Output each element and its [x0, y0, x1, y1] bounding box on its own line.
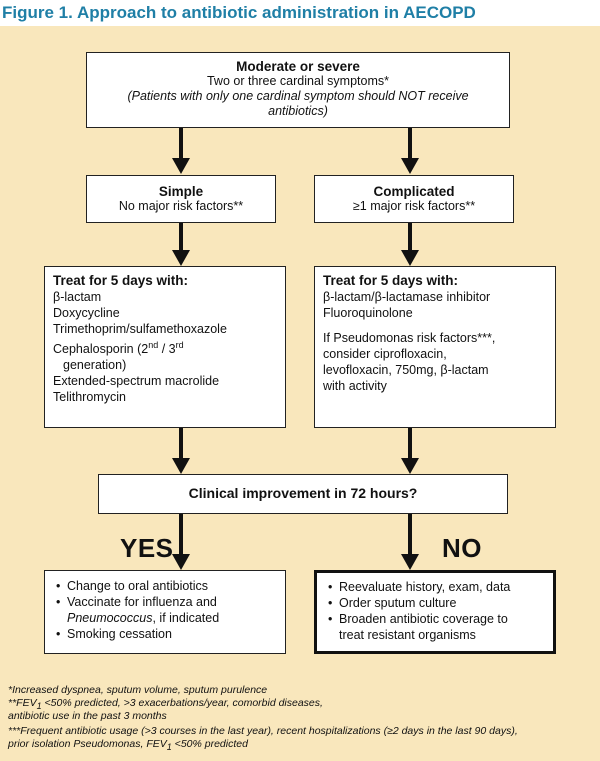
- no-actions-box: Reevaluate history, exam, data Order spu…: [314, 570, 556, 654]
- spacer: [323, 321, 555, 330]
- treat-simple-box: Treat for 5 days with: β-lactam Doxycycl…: [44, 266, 286, 428]
- no-item-culture: Order sputum culture: [325, 595, 547, 611]
- simple-heading: Simple: [158, 184, 204, 199]
- figure-number: Figure 1.: [2, 3, 73, 22]
- yes-item-vaccinate: Vaccinate for influenza andPneumococcus,…: [53, 594, 279, 626]
- yes-label: YES: [120, 533, 174, 563]
- drug-beta-lactamase-inhibitor: β-lactam/β-lactamase inhibitor: [323, 290, 491, 304]
- pseudomonas-note-4: with activity: [323, 379, 387, 393]
- drug-tmp-smx: Trimethoprim/sulfamethoxazole: [53, 322, 227, 336]
- complicated-heading: Complicated: [373, 184, 455, 199]
- severity-criteria: Two or three cardinal symptoms*: [206, 74, 389, 88]
- footnote-3-cont: prior isolation Pseudomonas, FEV1 <50% p…: [8, 738, 248, 753]
- yes-item-oral: Change to oral antibiotics: [53, 578, 279, 594]
- footnote-3: ***Frequent antibiotic usage (>3 courses…: [8, 725, 518, 737]
- treat-complicated-box: Treat for 5 days with: β-lactam/β-lactam…: [314, 266, 556, 428]
- figure-title-text: Approach to antibiotic administration in…: [76, 3, 476, 22]
- treat-complicated-heading: Treat for 5 days with:: [323, 273, 459, 288]
- simple-box: Simple No major risk factors**: [86, 175, 276, 223]
- drug-beta-lactam: β-lactam: [53, 290, 102, 304]
- drug-fluoroquinolone: Fluoroquinolone: [323, 306, 413, 320]
- severity-note-line2: antibiotics): [268, 104, 328, 118]
- footnote-2: **FEV1 <50% predicted, >3 exacerbations/…: [8, 697, 323, 712]
- yes-actions-box: Change to oral antibiotics Vaccinate for…: [44, 570, 286, 654]
- improvement-box: Clinical improvement in 72 hours?: [98, 474, 508, 514]
- drug-telithromycin: Telithromycin: [53, 390, 126, 405]
- no-label: NO: [442, 533, 482, 563]
- improvement-question: Clinical improvement in 72 hours?: [188, 485, 418, 501]
- footnote-2-cont: antibiotic use in the past 3 months: [8, 710, 167, 722]
- figure-title: Figure 1. Approach to antibiotic adminis…: [0, 0, 600, 26]
- pseudomonas-note-3: levofloxacin, 750mg, β-lactam: [323, 363, 489, 377]
- pseudomonas-note-2: consider ciprofloxacin,: [323, 347, 447, 361]
- simple-criteria: No major risk factors**: [118, 199, 244, 213]
- no-item-reevaluate: Reevaluate history, exam, data: [325, 579, 547, 595]
- pseudomonas-note-1: If Pseudomonas risk factors***,: [323, 331, 496, 345]
- severity-note-line1: (Patients with only one cardinal symptom…: [127, 89, 469, 103]
- footnote-1: *Increased dyspnea, sputum volume, sputu…: [8, 684, 268, 696]
- complicated-box: Complicated ≥1 major risk factors**: [314, 175, 514, 223]
- severity-heading: Moderate or severe: [236, 59, 360, 74]
- complicated-criteria: ≥1 major risk factors**: [352, 199, 476, 213]
- drug-cephalosporin-generation: generation): [63, 358, 127, 373]
- drug-doxycycline: Doxycycline: [53, 306, 120, 320]
- treat-simple-heading: Treat for 5 days with:: [53, 273, 189, 288]
- severity-box: Moderate or severe Two or three cardinal…: [86, 52, 510, 128]
- yes-item-smoking: Smoking cessation: [53, 626, 279, 642]
- drug-macrolide: Extended-spectrum macrolide: [53, 374, 220, 389]
- drug-cephalosporin: Cephalosporin (2nd / 3rd: [53, 340, 184, 357]
